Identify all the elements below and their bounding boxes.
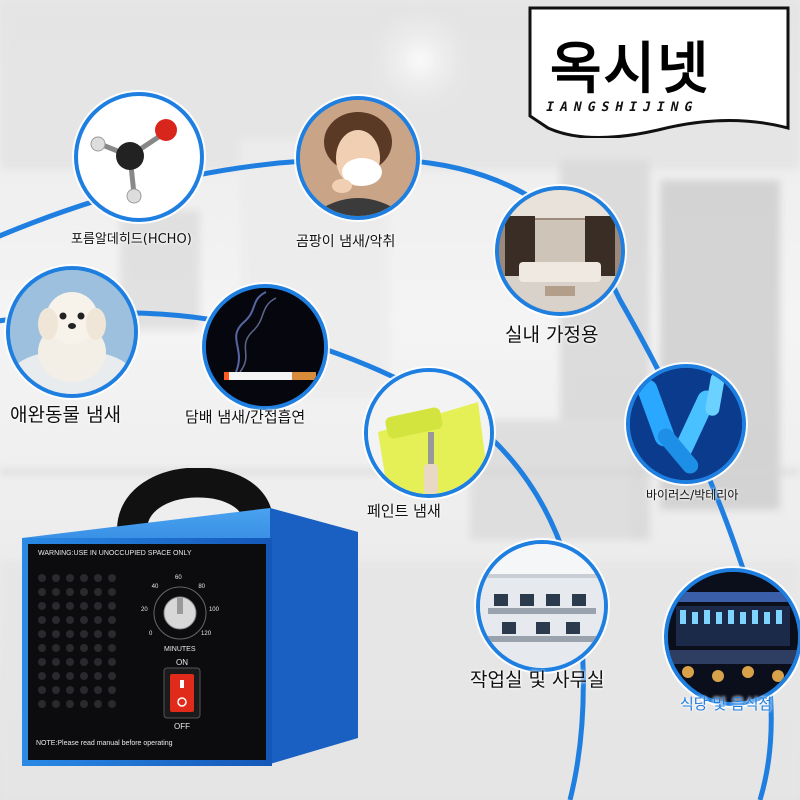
bacteria-icon: [630, 368, 742, 480]
timer-tick-label: 100: [208, 607, 219, 614]
timer-tick-label: 80: [198, 584, 206, 591]
timer-minutes-label: MINUTES: [164, 646, 196, 653]
label-mold-odor: 곰팡이 냄새/악취: [296, 234, 396, 250]
office-bubble: [476, 540, 608, 672]
switch-on-label: ON: [176, 658, 188, 667]
label-paint-odor: 페인트 냄새: [367, 502, 441, 520]
timer-tick-label: 40: [151, 584, 159, 591]
formaldehyde-bubble: [74, 92, 204, 222]
label-restaurant: 식당 및 음식점: [680, 695, 773, 713]
pet-odor-bubble: [6, 266, 138, 398]
mold-odor-bubble: [296, 96, 420, 220]
label-office: 작업실 및 사무실: [470, 669, 605, 691]
paint-roller-icon: [368, 372, 490, 494]
virus-bacteria-bubble: [626, 364, 746, 484]
dog-icon: [10, 270, 134, 394]
brand-subtitle: IANGSHIJING: [544, 100, 700, 115]
paint-odor-bubble: [364, 368, 494, 498]
cigarette-bubble: [202, 284, 328, 410]
device-warning-label: WARNING:USE IN UNOCCUPIED SPACE ONLY: [38, 550, 192, 557]
device-note-label: NOTE:Please read manual before operating: [36, 740, 173, 747]
home-interior-bubble: [495, 186, 625, 316]
restaurant-bubble: [664, 568, 800, 706]
office-icon: [480, 544, 604, 668]
label-cigarette: 담배 냄새/간접흡연: [185, 408, 306, 426]
sneezing-person-icon: [300, 100, 416, 216]
timer-tick-label: 20: [141, 607, 148, 614]
label-home-interior: 실내 가정용: [505, 324, 599, 346]
timer-tick-label: 60: [175, 575, 182, 581]
restaurant-icon: [668, 572, 798, 702]
timer-tick-label: 0: [148, 630, 153, 637]
ozone-generator: WARNING:USE IN UNOCCUPIED SPACE ONLY MIN…: [20, 468, 360, 768]
formaldehyde-molecule-icon: [90, 119, 177, 204]
timer-knob[interactable]: [154, 587, 206, 639]
label-virus-bacteria: 바이러스/박테리아: [646, 488, 739, 502]
power-switch[interactable]: [164, 668, 200, 718]
label-formaldehyde: 포름알데히드(HCHO): [71, 232, 192, 247]
living-room-icon: [499, 190, 621, 312]
cigarette-icon: [206, 288, 324, 406]
timer-tick-label: 120: [201, 630, 212, 637]
brand-title: 옥시넷: [550, 37, 711, 102]
brand-logo: 옥시넷 IANGSHIJING: [528, 6, 790, 138]
switch-off-label: OFF: [174, 722, 190, 731]
label-pet-odor: 애완동물 냄새: [10, 404, 121, 426]
